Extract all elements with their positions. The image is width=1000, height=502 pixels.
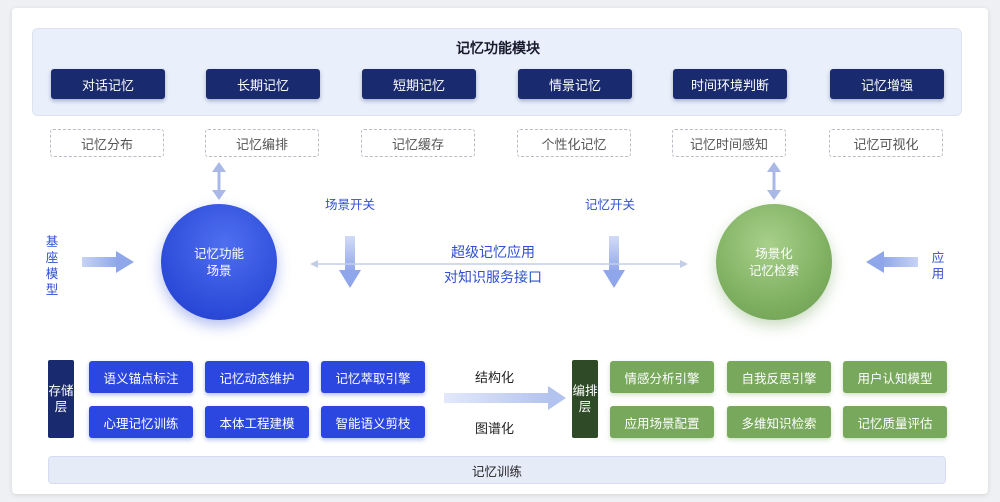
scene-retrieval-circle[interactable]: 场景化 记忆检索: [716, 204, 832, 320]
feature-memory-visualization[interactable]: 记忆可视化: [829, 129, 943, 157]
base-model-label: 基座模型: [45, 234, 59, 297]
module-item-short-term-memory[interactable]: 短期记忆: [362, 69, 476, 99]
center-double-arrow-icon: [310, 260, 688, 268]
feature-memory-time-awareness[interactable]: 记忆时间感知: [672, 129, 786, 157]
input-arrow-left-icon: [82, 251, 134, 273]
storage-semantic-pruning[interactable]: 智能语义剪枝: [321, 406, 425, 438]
module-item-episodic-memory[interactable]: 情景记忆: [518, 69, 632, 99]
application-label: 应用: [931, 250, 945, 281]
orch-reflection-engine[interactable]: 自我反思引擎: [727, 361, 831, 393]
memory-training-bar[interactable]: 记忆训练: [48, 456, 946, 484]
feature-personalized-memory[interactable]: 个性化记忆: [517, 129, 631, 157]
orch-quality-evaluation[interactable]: 记忆质量评估: [843, 406, 947, 438]
orch-knowledge-retrieval[interactable]: 多维知识检索: [727, 406, 831, 438]
super-memory-app-label: 超级记忆应用: [451, 245, 535, 261]
storage-extraction-engine[interactable]: 记忆萃取引擎: [321, 361, 425, 393]
scene-switch-label: 场景开关: [325, 197, 376, 212]
memory-scene-line1: 记忆功能: [193, 246, 244, 261]
scene-retrieval-line2: 记忆检索: [748, 263, 799, 278]
double-arrow-left-icon: [212, 162, 226, 200]
structure-arrow-icon: [444, 386, 566, 410]
double-arrow-right-icon: [767, 162, 781, 200]
orch-user-cognition-model[interactable]: 用户认知模型: [843, 361, 947, 393]
connector-arrows: [82, 162, 918, 410]
orchestration-layer-tag: 编排层: [572, 360, 598, 438]
scene-retrieval-line1: 场景化: [755, 246, 793, 261]
feature-memory-orchestration[interactable]: 记忆编排: [205, 129, 319, 157]
feature-memory-cache[interactable]: 记忆缓存: [361, 129, 475, 157]
module-item-long-term-memory[interactable]: 长期记忆: [206, 69, 320, 99]
module-title: 记忆功能模块: [456, 41, 540, 57]
storage-psych-training[interactable]: 心理记忆训练: [89, 406, 193, 438]
storage-layer-tag: 存储层: [48, 360, 74, 438]
input-arrow-right-icon: [866, 251, 918, 273]
memory-module-panel: 记忆功能模块 对话记忆 长期记忆 短期记忆 情景记忆 时间环境判断 记忆增强: [32, 28, 962, 116]
module-item-dialogue-memory[interactable]: 对话记忆: [51, 69, 165, 99]
memory-switch-arrow-icon: [603, 236, 625, 288]
module-item-time-environment[interactable]: 时间环境判断: [673, 69, 787, 99]
module-item-memory-enhance[interactable]: 记忆增强: [830, 69, 944, 99]
graph-label: 图谱化: [475, 422, 515, 437]
storage-ontology-modeling[interactable]: 本体工程建模: [205, 406, 309, 438]
memory-scene-line2: 场景: [206, 263, 232, 278]
scene-switch-arrow-icon: [339, 236, 361, 288]
page: 记忆功能模块 对话记忆 长期记忆 短期记忆 情景记忆 时间环境判断 记忆增强 记…: [12, 8, 988, 494]
orch-emotion-engine[interactable]: 情感分析引擎: [610, 361, 714, 393]
structured-label: 结构化: [475, 371, 515, 386]
knowledge-service-interface-label: 对知识服务接口: [444, 270, 542, 286]
feature-memory-distribution[interactable]: 记忆分布: [50, 129, 164, 157]
storage-semantic-anchor[interactable]: 语义锚点标注: [89, 361, 193, 393]
memory-switch-label: 记忆开关: [585, 197, 636, 212]
orch-scene-config[interactable]: 应用场景配置: [610, 406, 714, 438]
memory-scene-circle[interactable]: 记忆功能 场景: [161, 204, 277, 320]
storage-dynamic-maintenance[interactable]: 记忆动态维护: [205, 361, 309, 393]
